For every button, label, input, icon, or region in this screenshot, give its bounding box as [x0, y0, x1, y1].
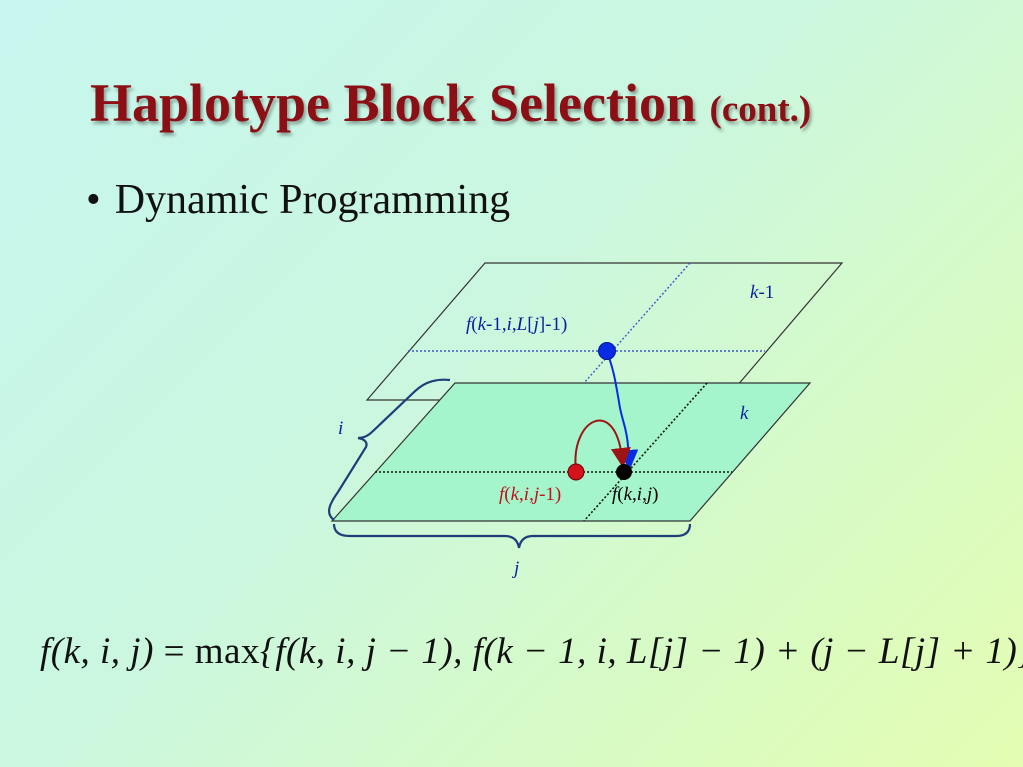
arrow-prev-layer — [606, 351, 639, 470]
formula-op: max — [194, 631, 260, 672]
label-j: j — [511, 558, 519, 579]
formula-eq: = — [153, 631, 195, 672]
title-main: Haplotype Block Selection — [90, 73, 696, 133]
title-suffix: (cont.) — [709, 89, 812, 130]
label-plane-k: k — [740, 403, 749, 424]
bullet-item: • Dynamic Programming — [86, 176, 510, 224]
node-prev-layer — [598, 342, 616, 360]
node-left — [567, 463, 585, 481]
brace-j — [332, 523, 692, 549]
brace-i — [328, 378, 451, 521]
formula-lhs: f(k, i, j) — [40, 631, 154, 672]
top-plane-col-line — [568, 262, 691, 401]
bottom-plane-col-line — [583, 382, 708, 522]
label-node-left: f(k,i,j-1) — [499, 484, 561, 505]
label-node-current: f(k,i,j) — [612, 484, 658, 505]
arrow-left-cell — [574, 419, 631, 471]
bullet-text: Dynamic Programming — [114, 177, 511, 223]
node-current — [616, 464, 632, 480]
label-node-prev-layer: f(k-1,i,L[j]-1) — [466, 314, 567, 335]
label-i: i — [338, 418, 343, 439]
formula-body: {f(k, i, j − 1), f(k − 1, i, L[j] − 1) +… — [259, 631, 1023, 672]
recurrence-formula: f(k, i, j) = max{f(k, i, j − 1), f(k − 1… — [40, 630, 1023, 673]
slide-title: Haplotype Block Selection (cont.) — [90, 73, 812, 133]
bullet-dot-icon: • — [86, 177, 101, 223]
plane-k — [330, 382, 812, 522]
label-plane-k-minus-1: k-1 — [750, 282, 774, 303]
